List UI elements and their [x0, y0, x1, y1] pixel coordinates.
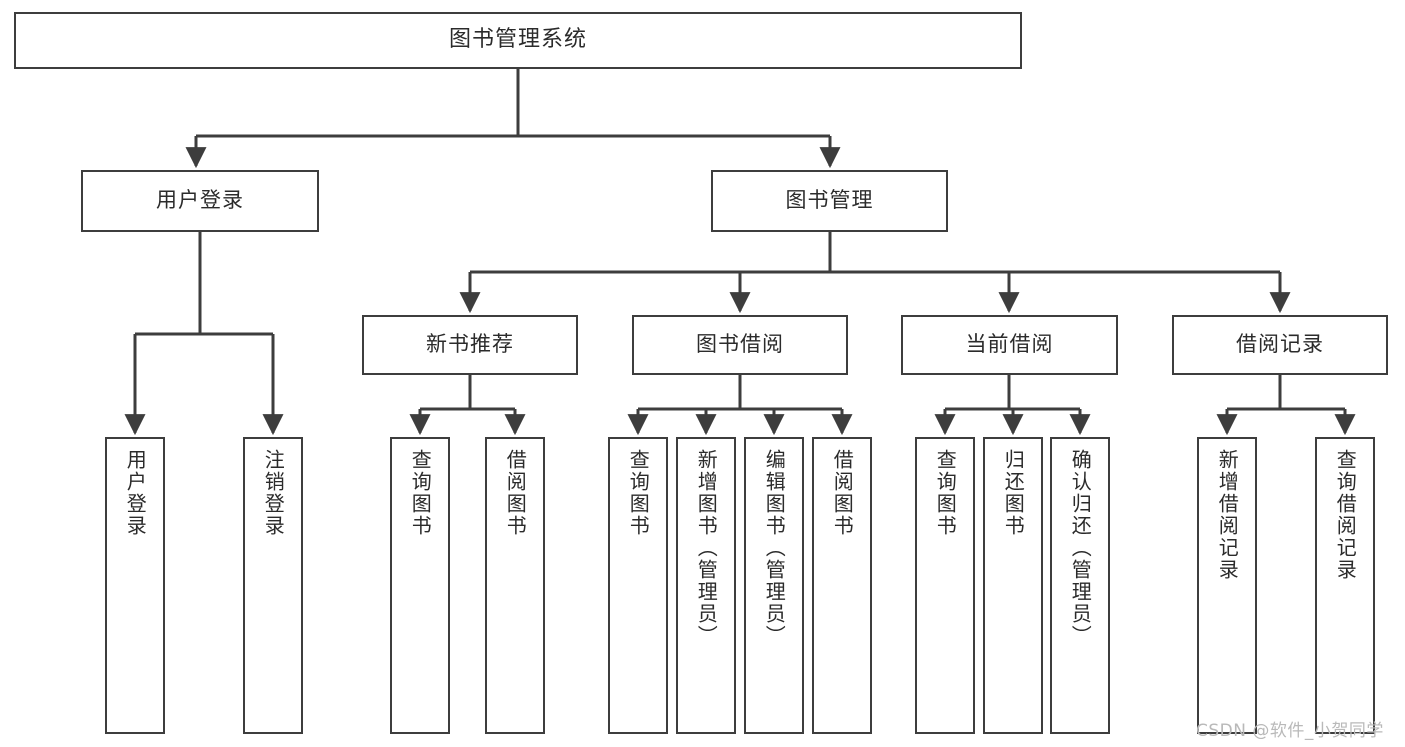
node-leaf-edit-book-admin[interactable]: 编辑图书（管理员） — [744, 437, 804, 734]
node-leaf-query-book-current-label: 查询图书 — [933, 449, 958, 537]
node-leaf-query-borrow-record-label: 查询借阅记录 — [1333, 449, 1358, 581]
node-leaf-query-book-current[interactable]: 查询图书 — [915, 437, 975, 734]
node-user-login-label: 用户登录 — [156, 188, 244, 213]
node-current-borrow[interactable]: 当前借阅 — [901, 315, 1118, 375]
node-leaf-query-book-borrow[interactable]: 查询图书 — [608, 437, 668, 734]
node-current-borrow-label: 当前借阅 — [965, 332, 1054, 357]
node-borrow-record-label: 借阅记录 — [1236, 332, 1324, 357]
node-leaf-borrow-book-label: 借阅图书 — [830, 449, 855, 537]
node-borrow-record[interactable]: 借阅记录 — [1172, 315, 1388, 375]
node-leaf-borrow-book[interactable]: 借阅图书 — [812, 437, 872, 734]
node-user-login[interactable]: 用户登录 — [81, 170, 319, 232]
node-leaf-query-borrow-record[interactable]: 查询借阅记录 — [1315, 437, 1375, 734]
node-leaf-add-borrow-record[interactable]: 新增借阅记录 — [1197, 437, 1257, 734]
node-leaf-add-book-admin-label: 新增图书（管理员） — [694, 449, 719, 647]
node-book-manage[interactable]: 图书管理 — [711, 170, 948, 232]
node-leaf-user-login[interactable]: 用户登录 — [105, 437, 165, 734]
node-leaf-query-book-rec[interactable]: 查询图书 — [390, 437, 450, 734]
node-book-manage-label: 图书管理 — [785, 188, 874, 213]
node-leaf-add-book-admin[interactable]: 新增图书（管理员） — [676, 437, 736, 734]
node-leaf-confirm-return-admin-label: 确认归还（管理员） — [1068, 449, 1093, 647]
node-leaf-return-book-label: 归还图书 — [1001, 449, 1026, 537]
node-leaf-query-book-rec-label: 查询图书 — [408, 449, 433, 537]
csdn-watermark: CSDN @软件_小贺同学 — [1196, 721, 1384, 741]
node-new-book-rec-label: 新书推荐 — [426, 332, 514, 357]
node-leaf-user-logout-label: 注销登录 — [261, 449, 286, 537]
node-new-book-rec[interactable]: 新书推荐 — [362, 315, 578, 375]
node-leaf-borrow-book-rec[interactable]: 借阅图书 — [485, 437, 545, 734]
node-root-label: 图书管理系统 — [448, 27, 587, 53]
node-leaf-query-book-borrow-label: 查询图书 — [626, 449, 651, 537]
node-leaf-user-logout[interactable]: 注销登录 — [243, 437, 303, 734]
node-leaf-add-borrow-record-label: 新增借阅记录 — [1215, 449, 1240, 581]
node-leaf-confirm-return-admin[interactable]: 确认归还（管理员） — [1050, 437, 1110, 734]
node-book-borrow-label: 图书借阅 — [696, 332, 784, 357]
node-leaf-borrow-book-rec-label: 借阅图书 — [503, 449, 528, 537]
node-root[interactable]: 图书管理系统 — [14, 12, 1022, 69]
node-leaf-user-login-label: 用户登录 — [123, 449, 148, 537]
node-book-borrow[interactable]: 图书借阅 — [632, 315, 848, 375]
node-leaf-edit-book-admin-label: 编辑图书（管理员） — [762, 449, 787, 647]
node-leaf-return-book[interactable]: 归还图书 — [983, 437, 1043, 734]
